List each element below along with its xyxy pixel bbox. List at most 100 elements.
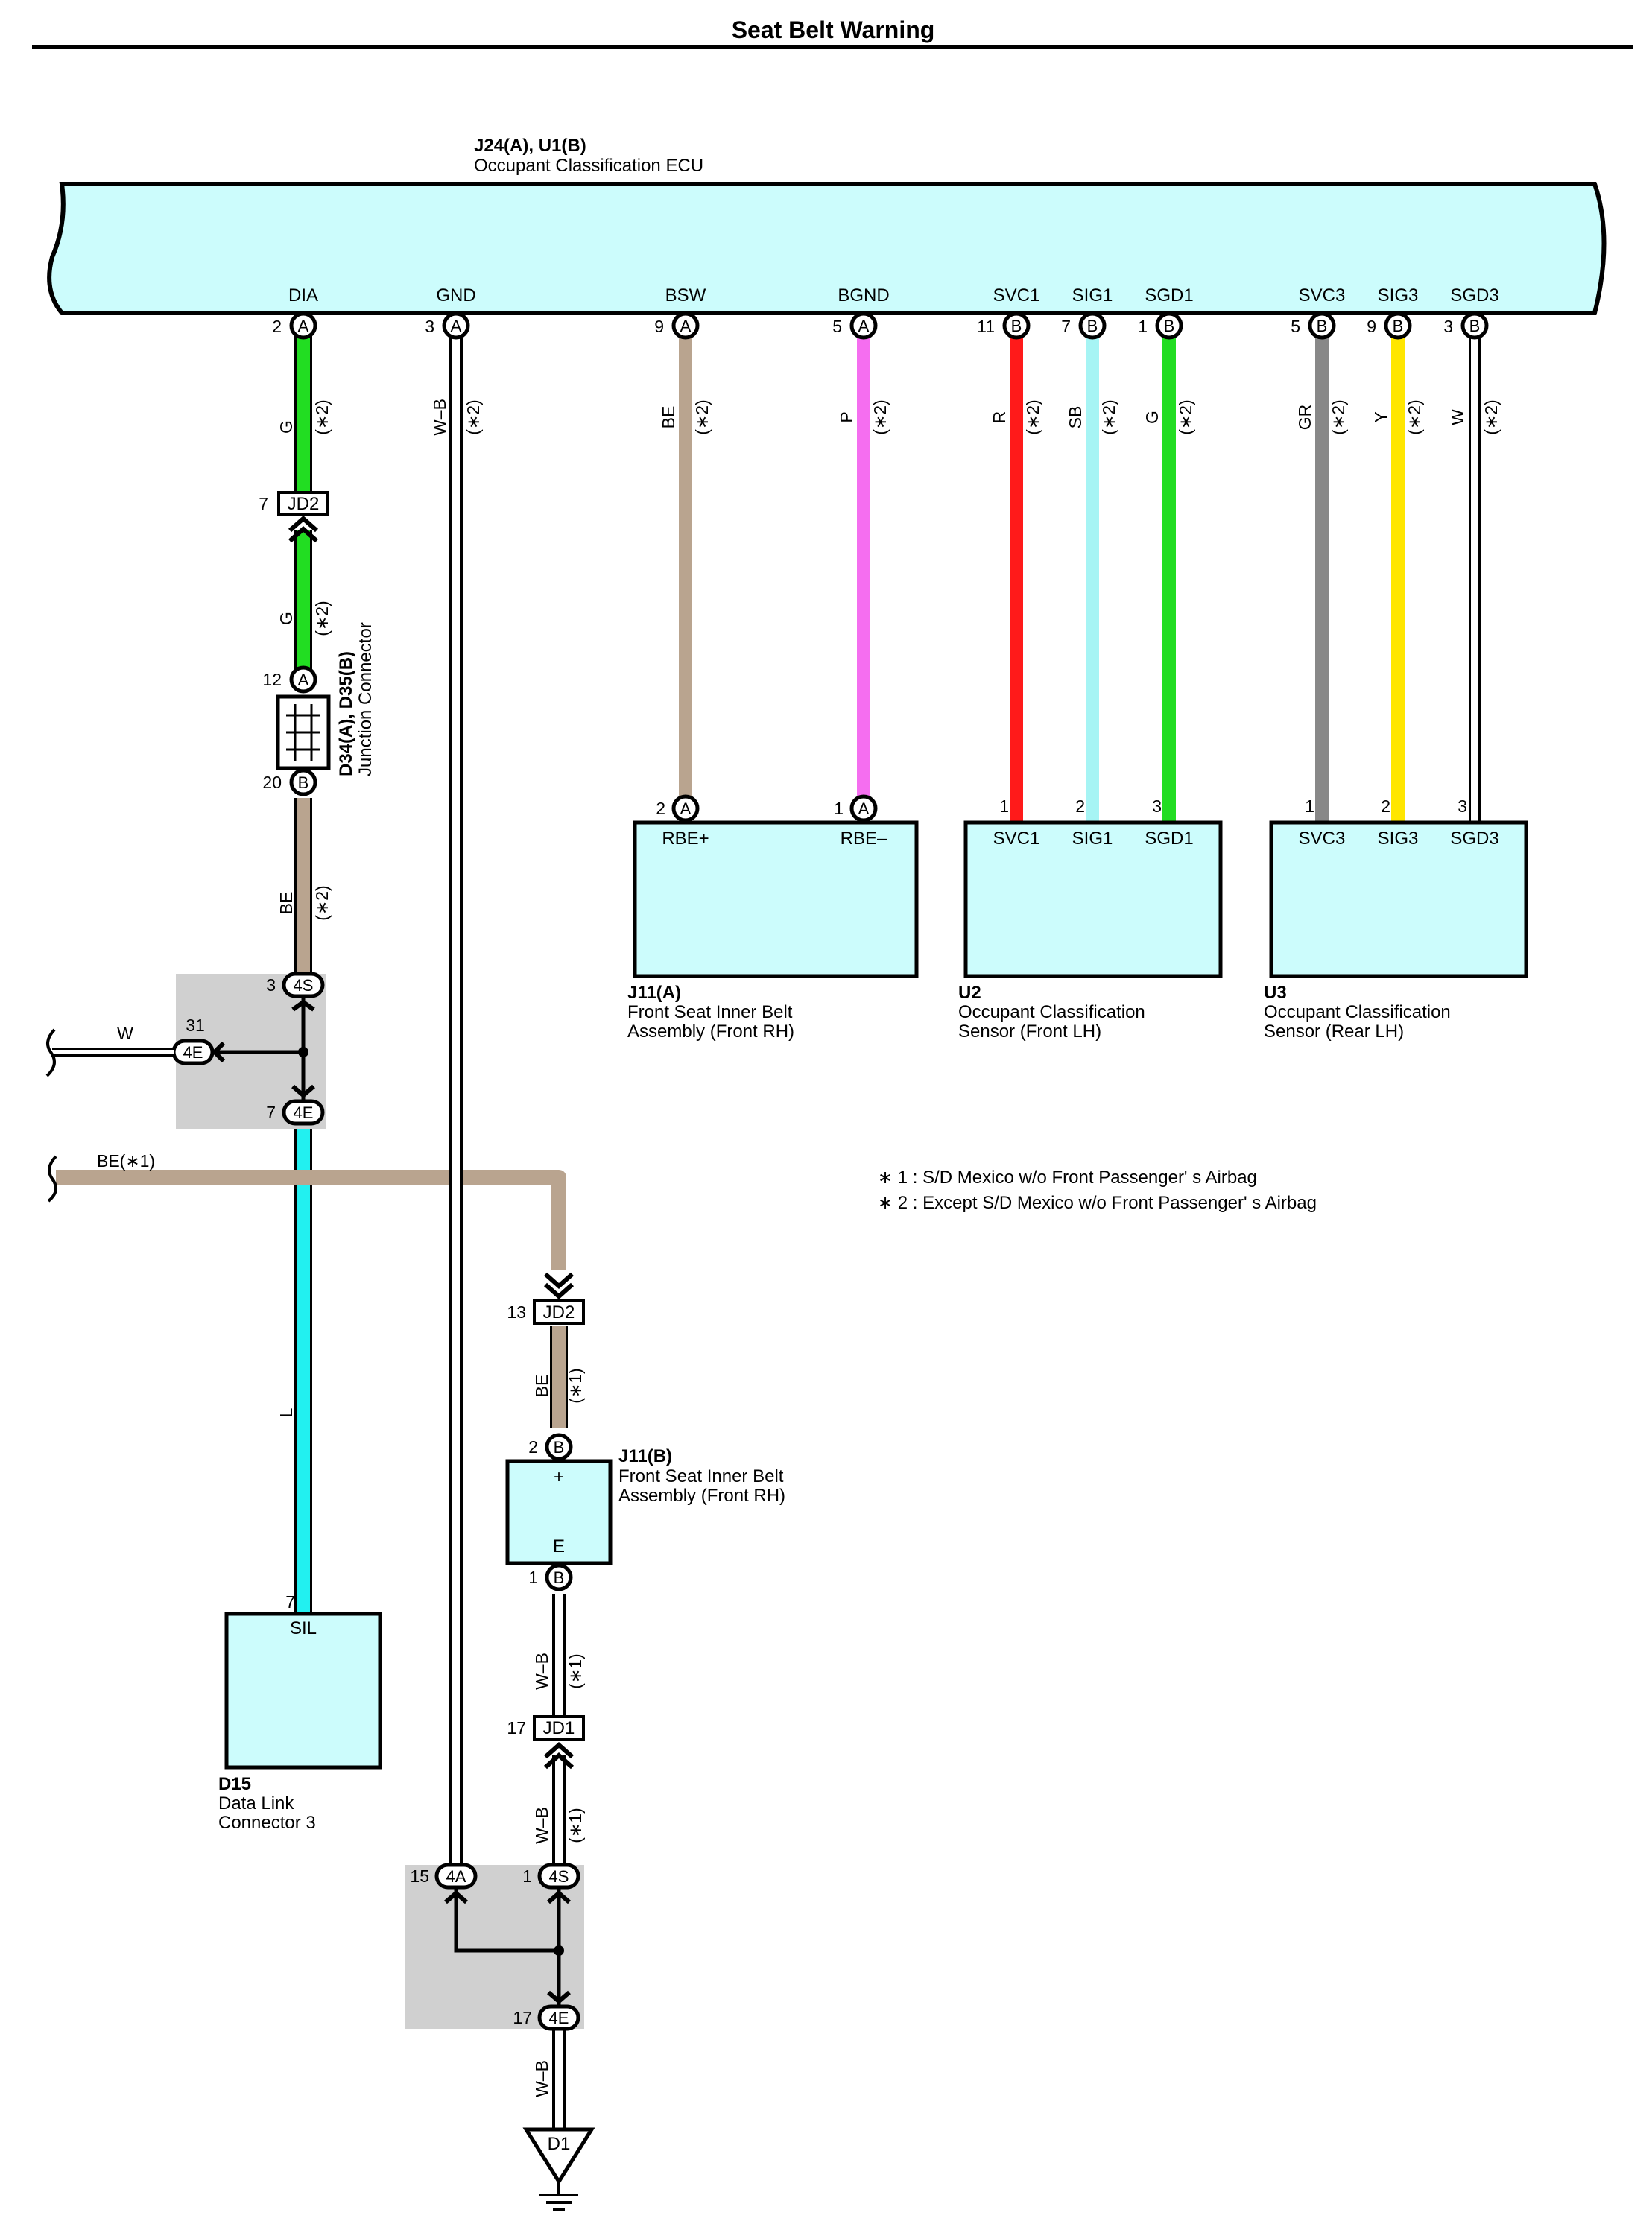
wire-code-sig3: Y: [1371, 411, 1390, 422]
pin-number: 7: [266, 1103, 276, 1122]
connector-box: [277, 491, 329, 516]
connector-jd1: JD1 17: [507, 1715, 585, 1770]
pin-number: 3: [266, 975, 276, 995]
wire-code-be-left: BE(∗1): [97, 1151, 155, 1171]
pin-number: 17: [513, 2008, 532, 2027]
splice-line: [454, 1887, 559, 1953]
wire-break-icon: [47, 1155, 57, 1203]
pin-number: 1: [522, 1866, 532, 1886]
component-box: [505, 1459, 613, 1565]
ecu-id: J24(A), U1(B): [474, 136, 586, 156]
pin-number: 7: [285, 1592, 295, 1612]
wire-note-be-mid: (∗2): [312, 885, 332, 920]
connector-arrow-icon: [288, 515, 318, 543]
pin-number: 1: [834, 799, 844, 818]
wire-code-wb1: W–B: [532, 1653, 551, 1690]
pin-conn: A: [858, 317, 870, 335]
connector-label: JD2: [543, 1302, 575, 1323]
ecu-pin-sig3: SIG3: [1378, 285, 1419, 305]
pin-number: 1: [1138, 317, 1148, 336]
component-desc-2: Assembly (Front RH): [627, 1022, 794, 1042]
wire-code-gnd: W–B: [430, 399, 449, 436]
pin-name: RBE+: [662, 829, 709, 849]
component-id: J11(A): [627, 983, 681, 1003]
junction-name: Junction Connector: [355, 622, 376, 776]
pin-number: 1: [999, 796, 1009, 816]
connector-arrow-icon: [544, 1272, 574, 1300]
connector-jd2-lower: JD2 13: [507, 1272, 585, 1325]
pin-conn: A: [298, 671, 309, 689]
pin-circle: [1384, 311, 1412, 340]
pin-circle: [1308, 311, 1336, 340]
pin-circle: [289, 311, 317, 340]
ecu-pin-svc3: SVC3: [1299, 285, 1346, 305]
wire-note-sig1: (∗2): [1099, 399, 1118, 434]
component-id: D15: [218, 1774, 251, 1794]
arrow-left-icon: [211, 1041, 226, 1063]
pin-circle: [289, 665, 317, 694]
component-desc-2: Sensor (Rear LH): [1264, 1022, 1404, 1042]
wire-note-bgnd: (∗2): [870, 399, 890, 434]
ecu-pin-bgnd: BGND: [838, 285, 889, 305]
ecu-pin-gnd: GND: [436, 285, 475, 305]
wire-note-gnd: (∗2): [463, 399, 483, 434]
pin-conn: B: [554, 1568, 565, 1587]
pin-circle: [671, 794, 700, 823]
pin-conn: A: [680, 317, 692, 335]
pin-circle: [442, 311, 470, 340]
splice-lower: 4A 15 4S 1 4E 17: [405, 1863, 584, 2031]
pin-circle: [849, 311, 878, 340]
footnote-1: ∗ 1 : S/D Mexico w/o Front Passenger' s …: [878, 1168, 1257, 1188]
connector-box: [533, 1299, 585, 1325]
component-u3: 1 2 3 SVC3 SIG3 SGD3 U3 Occupant Classif…: [1264, 796, 1528, 1042]
splice-pin-label: 4E: [183, 1043, 203, 1062]
pin-conn: A: [858, 799, 870, 818]
pin-circle: [849, 794, 878, 823]
wire-code-wb2: W–B: [532, 1807, 551, 1844]
splice-pin-label: 4S: [294, 976, 314, 995]
component-box: [633, 820, 919, 978]
pin-plus: +: [554, 1467, 564, 1487]
wire-codes: G (∗2) G (∗2) W–B (∗2) BE (∗2) P (∗2) R …: [276, 399, 1501, 2097]
pin-number: 3: [425, 317, 434, 336]
pin-number: 2: [528, 1437, 538, 1457]
connector-pin: 13: [507, 1302, 526, 1322]
connector-arrow-icon: [544, 1741, 574, 1770]
splice-pin-label: 4A: [446, 1867, 466, 1886]
wire-code-dia2: G: [276, 612, 296, 625]
ecu-box: [47, 182, 1607, 315]
pin-conn: B: [298, 773, 309, 792]
wire-note-dia: (∗2): [312, 399, 332, 434]
connector-box: [533, 1715, 585, 1741]
wire-break-icon: [45, 1028, 56, 1077]
component-desc-2: Assembly (Front RH): [618, 1486, 785, 1506]
pin-number: 15: [410, 1866, 429, 1886]
ecu-pin-sgd1: SGD1: [1145, 285, 1193, 305]
connector-pin: 17: [507, 1718, 526, 1738]
pin-circle: [545, 1563, 573, 1591]
wire-be-left: [56, 1170, 566, 1270]
pin-conn: B: [554, 1438, 565, 1457]
pin-conn: A: [451, 317, 462, 335]
pin-number: 2: [1381, 796, 1390, 816]
pin-name: RBE–: [841, 829, 887, 849]
pin-number: 1: [528, 1568, 538, 1587]
ecu-pin-sig1: SIG1: [1072, 285, 1113, 305]
wire-code-svc1: R: [990, 411, 1009, 424]
wire-code-sig1: SB: [1066, 406, 1085, 429]
wire-code-w-left: W: [117, 1024, 133, 1043]
pin-number: 3: [1152, 796, 1162, 816]
wire-code-wb3: W–B: [532, 2060, 551, 2097]
pin-number: 5: [832, 317, 842, 336]
component-box: [224, 1612, 382, 1770]
pin-name: SIL: [290, 1618, 317, 1638]
component-desc-1: Data Link: [218, 1793, 294, 1814]
arrow-up-icon: [444, 1890, 468, 1904]
diagram-title: Seat Belt Warning: [732, 16, 935, 43]
pin-circle: [1155, 311, 1183, 340]
pin-conn: A: [680, 799, 692, 818]
wire-note-sig3: (∗2): [1405, 399, 1424, 434]
junction-connector: A 12 B 20 D34(A), D35(B) Junction Connec…: [262, 622, 376, 796]
ground-label: D1: [548, 2134, 571, 2154]
